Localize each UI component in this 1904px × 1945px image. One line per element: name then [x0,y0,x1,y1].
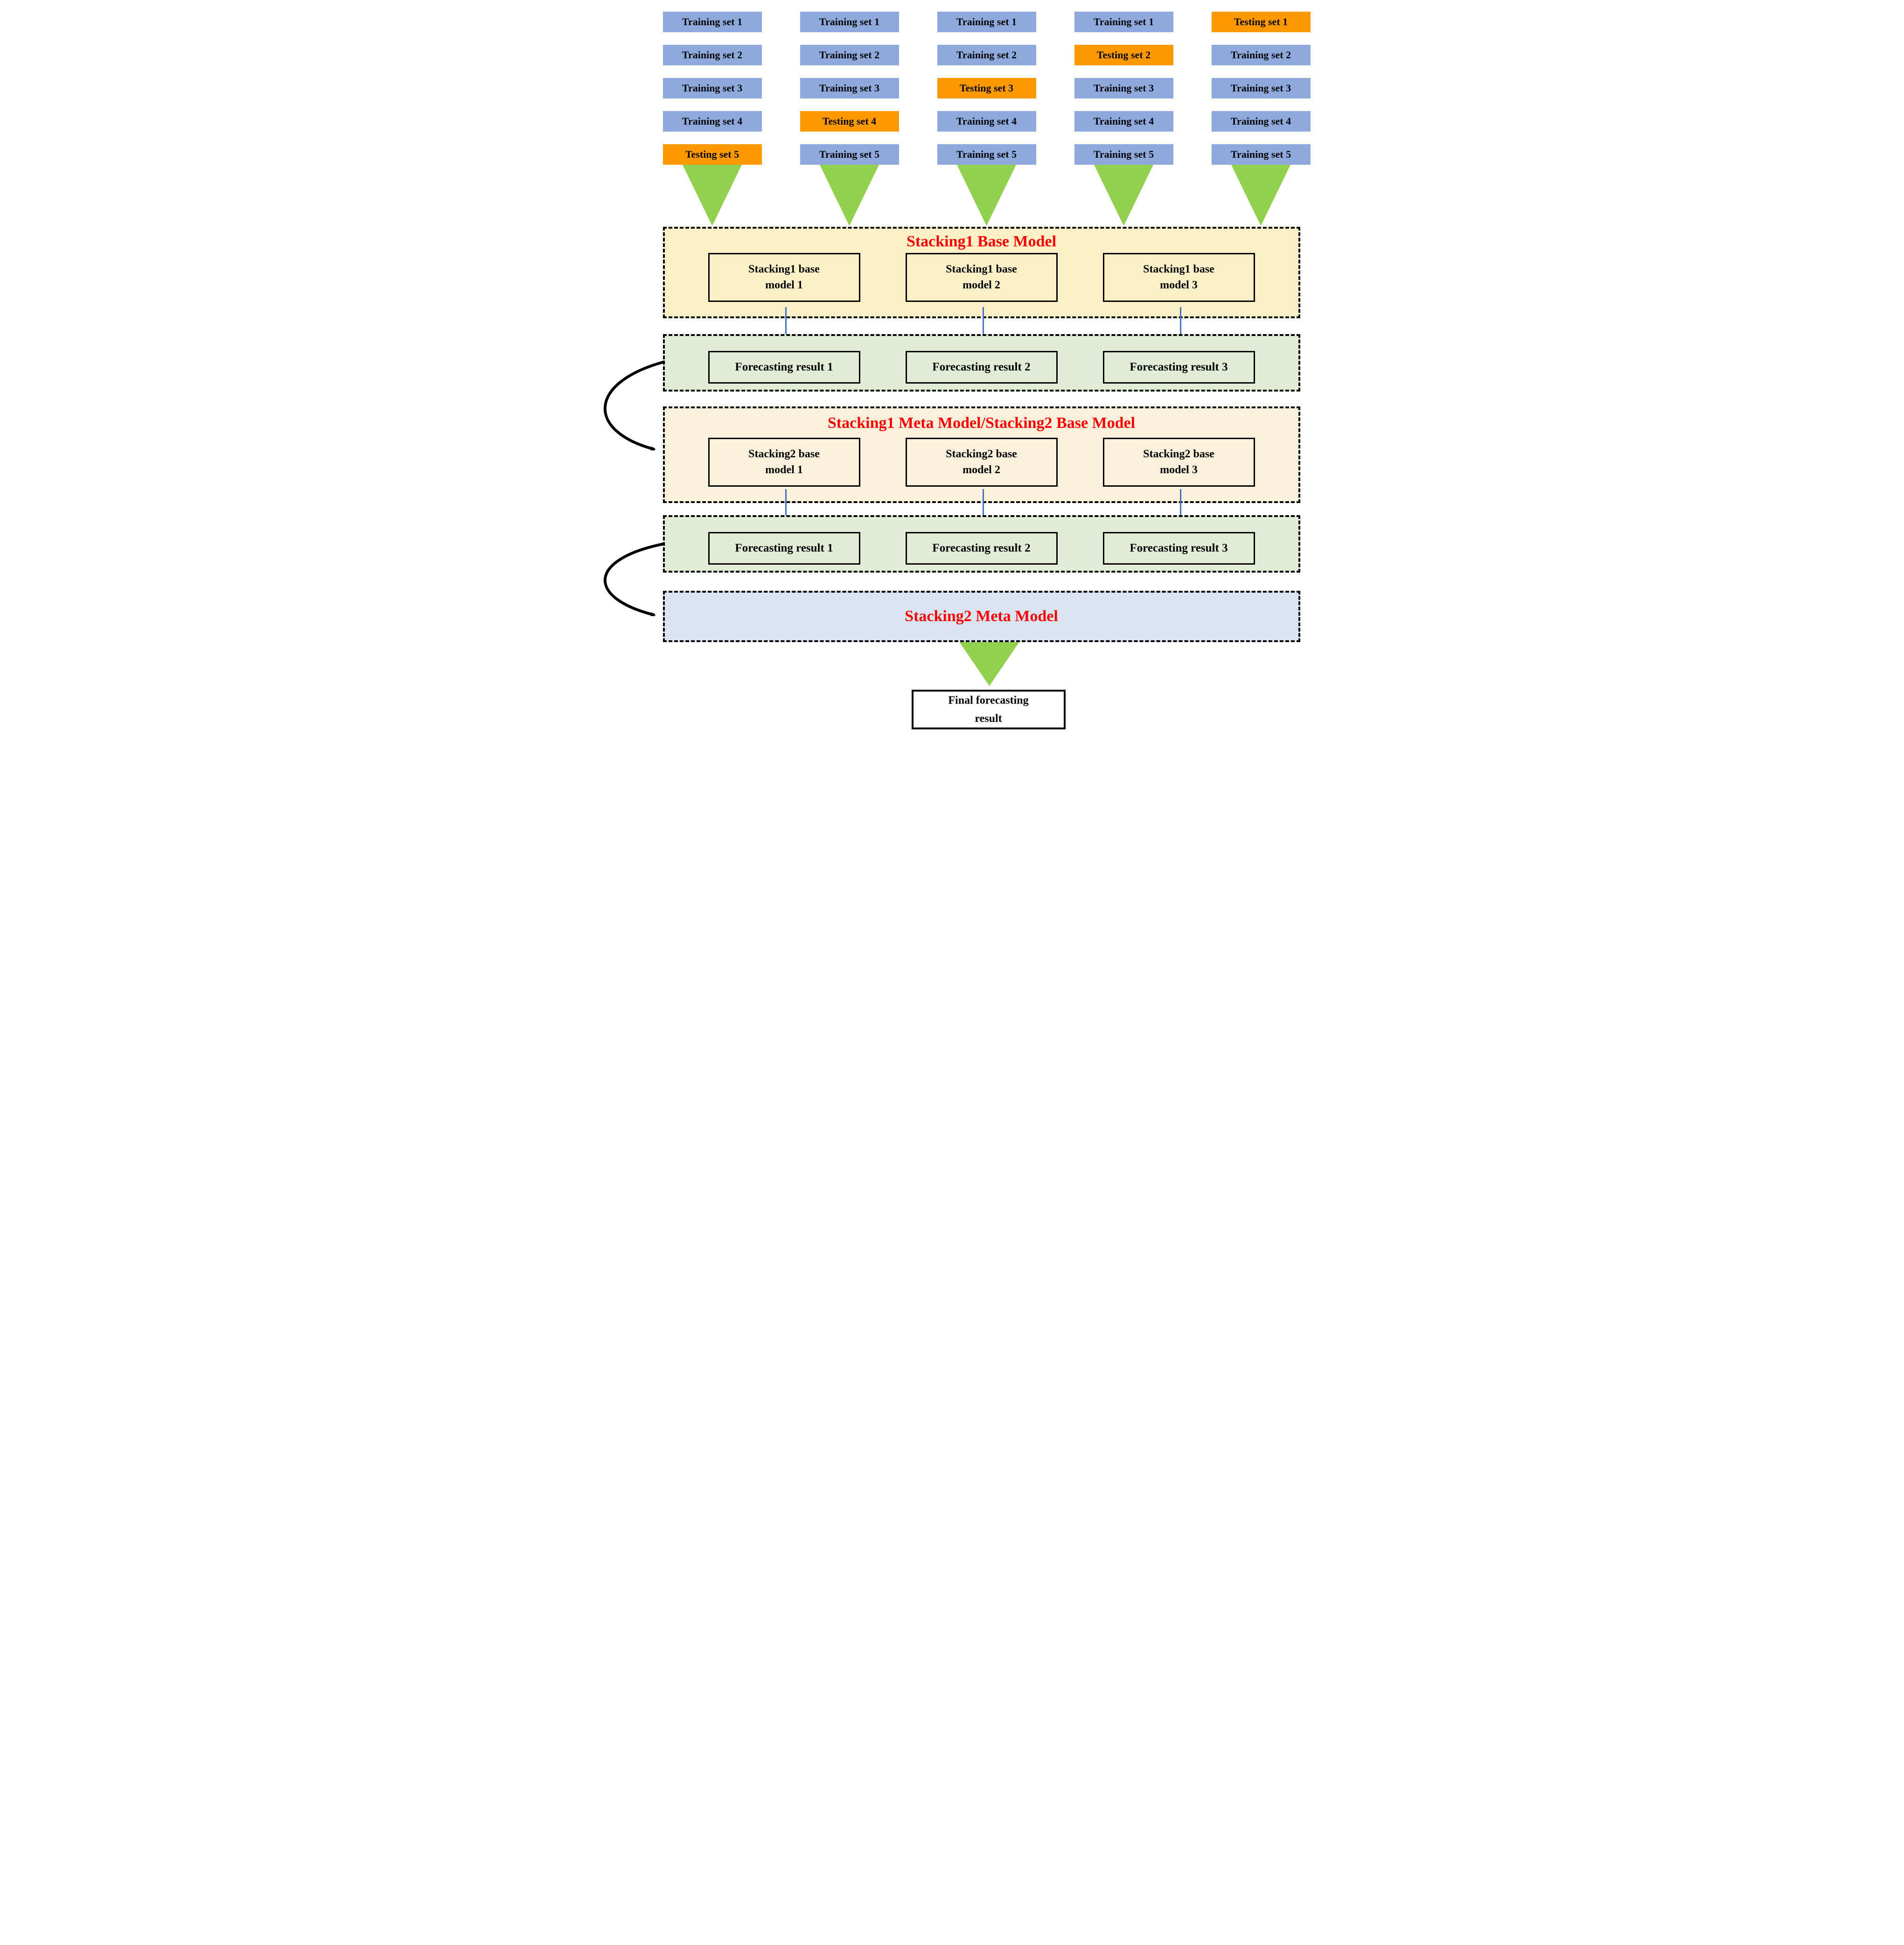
section-stacking1-meta-stacking2-base: Stacking1 Meta Model/Stacking2 Base Mode… [663,406,1300,503]
fold-column-2: Training set 1 Training set 2 Training s… [800,12,899,226]
green-funnel-arrow-icon [1094,165,1153,226]
section-forecast-results-2: Forecasting result 1 Forecasting result … [663,515,1300,573]
testing-set-box: Testing set 5 [663,144,762,165]
testing-set-box: Testing set 3 [937,78,1036,98]
section-title: Stacking1 Meta Model/Stacking2 Base Mode… [827,414,1136,432]
green-funnel-arrow-icon [957,165,1016,226]
model-box-label: model 2 [962,464,1000,476]
cv-fold-matrix: Training set 1 Training set 2 Training s… [663,12,1311,226]
green-funnel-arrow-icon [1231,165,1290,226]
stacking1-base-model-3-box: Stacking1 base model 3 [1102,252,1255,302]
green-funnel-arrow-icon [959,642,1019,686]
forecasting-result-1-box: Forecasting result 1 [708,351,860,384]
model-box-label: model 3 [1160,464,1198,476]
final-forecasting-result-box: Final forecasting result [911,690,1066,729]
training-set-box: Training set 3 [1074,78,1173,98]
section-title: Stacking2 Meta Model [905,607,1058,625]
stacking1-base-model-2-box: Stacking1 base model 2 [905,252,1058,302]
training-set-box: Training set 5 [937,144,1036,165]
fold-column-4: Training set 1 Testing set 2 Training se… [1074,12,1173,226]
training-set-box: Training set 2 [1211,45,1311,65]
training-set-box: Training set 5 [1211,144,1311,165]
green-funnel-arrow-icon [683,165,742,226]
model-box-label: Stacking1 base [1143,263,1214,275]
stacking-ensemble-diagram: Training set 1 Training set 2 Training s… [593,0,1311,734]
testing-set-box: Testing set 4 [800,111,899,132]
training-set-box: Training set 1 [1074,12,1173,32]
curved-arrow-forecast2-to-meta2-icon [603,542,665,616]
training-set-box: Training set 3 [800,78,899,98]
fold-column-5: Testing set 1 Training set 2 Training se… [1211,12,1311,226]
testing-set-box: Testing set 1 [1211,12,1311,32]
section-title: Stacking1 Base Model [906,233,1057,250]
section-stacking1-base-model: Stacking1 Base Model Stacking1 base mode… [663,227,1300,318]
testing-set-box: Testing set 2 [1074,45,1173,65]
training-set-box: Training set 1 [937,12,1036,32]
model-box-label: Stacking2 base [946,448,1017,460]
training-set-box: Training set 2 [663,45,762,65]
fold-column-1: Training set 1 Training set 2 Training s… [663,12,762,226]
training-set-box: Training set 4 [937,111,1036,132]
model-box-label: model 1 [765,464,803,476]
training-set-box: Training set 4 [1074,111,1173,132]
forecasting-result-1-box: Forecasting result 1 [708,532,860,565]
model-box-label: Stacking1 base [748,263,820,275]
stacking2-base-model-1-box: Stacking2 base model 1 [708,437,860,487]
final-box-label: Final forecasting [948,694,1029,707]
model-box-label: model 1 [765,279,803,292]
green-funnel-arrow-icon [820,165,879,226]
training-set-box: Training set 5 [800,144,899,165]
fold-column-3: Training set 1 Training set 2 Testing se… [937,12,1036,226]
model-box-label: Stacking1 base [946,263,1017,275]
training-set-box: Training set 2 [800,45,899,65]
model-box-label: model 3 [1160,279,1198,292]
forecasting-result-2-box: Forecasting result 2 [905,532,1058,565]
forecasting-result-3-box: Forecasting result 3 [1102,532,1255,565]
training-set-box: Training set 4 [663,111,762,132]
training-set-box: Training set 1 [800,12,899,32]
training-set-box: Training set 3 [663,78,762,98]
section-stacking2-meta-model: Stacking2 Meta Model [663,591,1300,642]
stacking1-base-model-1-box: Stacking1 base model 1 [708,252,860,302]
model-box-label: Stacking2 base [1143,448,1214,460]
forecasting-result-3-box: Forecasting result 3 [1102,351,1255,384]
curved-arrow-forecast1-to-meta1-icon [603,360,665,451]
section-forecast-results-1: Forecasting result 1 Forecasting result … [663,334,1300,392]
forecasting-result-2-box: Forecasting result 2 [905,351,1058,384]
training-set-box: Training set 3 [1211,78,1311,98]
stacking2-base-model-3-box: Stacking2 base model 3 [1102,437,1255,487]
training-set-box: Training set 5 [1074,144,1173,165]
stacking2-base-model-2-box: Stacking2 base model 2 [905,437,1058,487]
training-set-box: Training set 2 [937,45,1036,65]
training-set-box: Training set 4 [1211,111,1311,132]
model-box-label: model 2 [962,279,1000,292]
training-set-box: Training set 1 [663,12,762,32]
final-box-label: result [975,712,1002,725]
model-box-label: Stacking2 base [748,448,820,460]
